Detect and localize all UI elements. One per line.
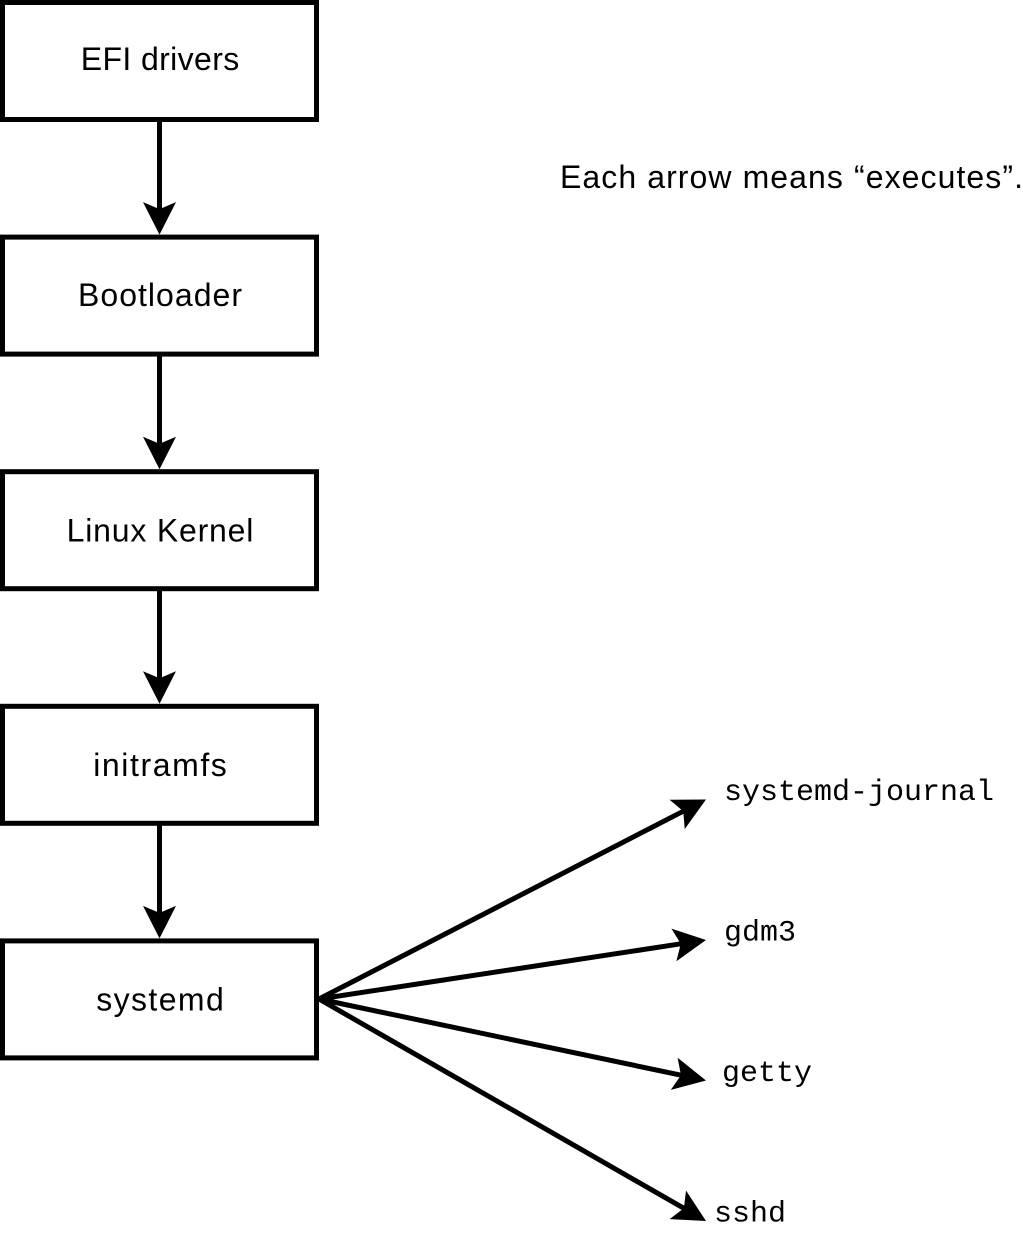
svg-text:Bootloader: Bootloader — [78, 277, 242, 313]
svg-text:systemd-journal: systemd-journal — [724, 776, 994, 810]
svg-text:EFI drivers: EFI drivers — [81, 41, 240, 77]
svg-text:Each arrow means “executes”.: Each arrow means “executes”. — [560, 159, 1023, 195]
svg-text:sshd: sshd — [714, 1198, 786, 1231]
svg-text:gdm3: gdm3 — [724, 917, 796, 951]
svg-text:systemd: systemd — [96, 982, 224, 1018]
svg-text:getty: getty — [722, 1057, 812, 1091]
svg-text:Linux Kernel: Linux Kernel — [67, 513, 254, 549]
svg-text:initramfs: initramfs — [93, 747, 227, 783]
